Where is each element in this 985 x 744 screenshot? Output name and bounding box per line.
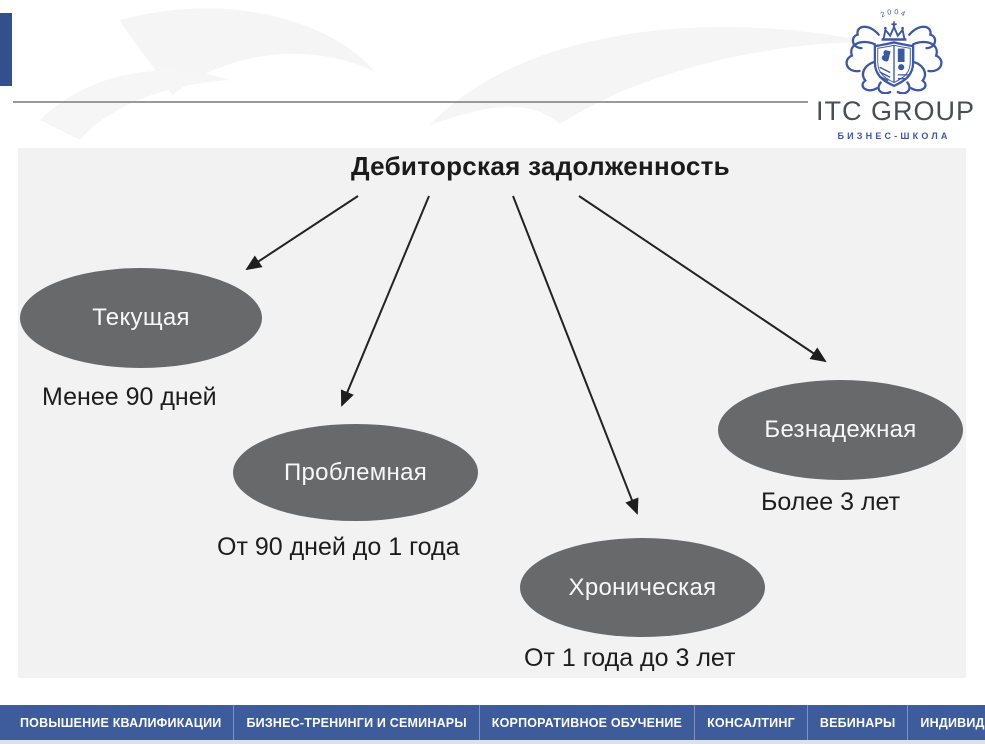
diagram-title: Дебиторская задолженность <box>351 151 730 181</box>
node-chronic-label: Хроническая <box>568 573 717 601</box>
header-divider-line <box>13 101 808 103</box>
nav-item-qualification[interactable]: ПОВЫШЕНИЕ КВАЛИФИКАЦИИ <box>20 715 222 730</box>
node-problem-label: Проблемная <box>283 458 428 486</box>
node-chronic-sublabel: От 1 года до 3 лет <box>524 644 736 672</box>
logo: 2004 ITC GROUP БИЗНЕС-ШКОЛ <box>816 6 976 141</box>
node-current-label: Текущая <box>92 304 190 331</box>
nav-item-individual[interactable]: ИНДИВИДУАЛЬНОЕ ОБУЧЕНИЕ <box>907 705 985 740</box>
node-current-sublabel: Менее 90 дней <box>42 383 217 411</box>
node-bad: Безнадежная <box>718 380 963 480</box>
node-chronic: Хроническая <box>520 538 765 637</box>
crest-year: 2004 <box>880 8 907 19</box>
node-problem-sublabel: От 90 дней до 1 года <box>217 533 460 561</box>
nav-item-trainings[interactable]: БИЗНЕС-ТРЕНИНГИ И СЕМИНАРЫ <box>233 705 478 740</box>
accent-bar <box>0 13 12 86</box>
crest-icon: 2004 <box>845 8 943 94</box>
node-bad-label: Безнадежная <box>764 416 917 443</box>
nav-item-consulting[interactable]: КОНСАЛТИНГ <box>694 705 807 740</box>
nav-item-webinars[interactable]: ВЕБИНАРЫ <box>806 705 908 740</box>
logo-subtitle: БИЗНЕС-ШКОЛА <box>837 131 951 141</box>
nav-item-corporate[interactable]: КОРПОРАТИВНОЕ ОБУЧЕНИЕ <box>478 705 694 740</box>
logo-name: ITC GROUP <box>816 96 976 126</box>
node-problem: Проблемная <box>233 424 478 521</box>
node-bad-sublabel: Более 3 лет <box>761 488 901 516</box>
footer-nav: ПОВЫШЕНИЕ КВАЛИФИКАЦИИ БИЗНЕС-ТРЕНИНГИ И… <box>0 705 985 740</box>
node-current: Текущая <box>20 268 262 368</box>
footer-strip <box>0 740 985 744</box>
svg-text:2004: 2004 <box>880 8 909 19</box>
